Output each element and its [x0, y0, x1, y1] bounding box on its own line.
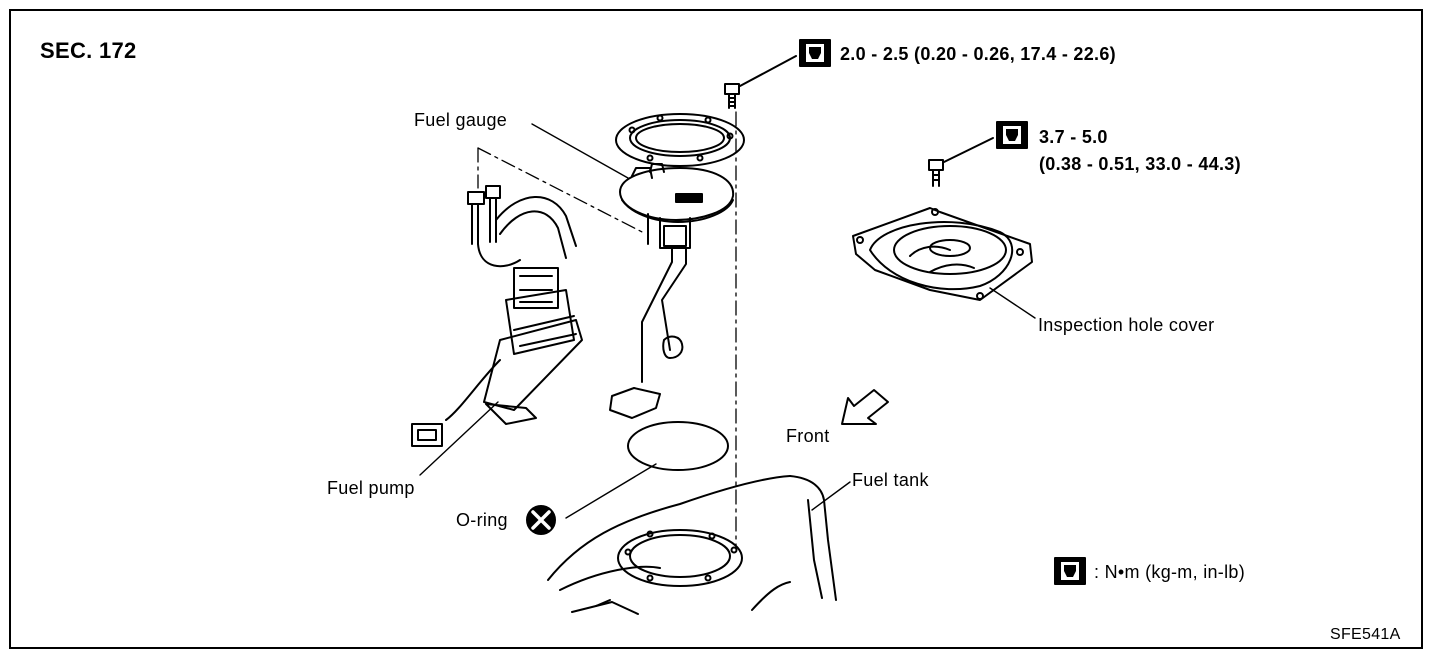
fuel-gauge-assembly [609, 163, 735, 419]
figure-frame [9, 9, 1423, 649]
torque-spec-2-line2: (0.38 - 0.51, 33.0 - 44.3) [1039, 154, 1241, 174]
cover-bolt [928, 137, 994, 187]
o-ring-label: O-ring [456, 510, 508, 530]
o-ring [627, 421, 729, 471]
alignment-lines [477, 111, 737, 549]
retainer-ring [615, 113, 745, 167]
retainer-bolt [724, 55, 797, 109]
fuel-tank-label: Fuel tank [852, 470, 929, 490]
do-not-reuse-icon [526, 505, 556, 535]
front-label: Front [786, 426, 830, 446]
inspection-hole-cover [852, 207, 1033, 301]
fuel-gauge-label: Fuel gauge [414, 110, 508, 130]
torque-spec-1: 2.0 - 2.5 (0.20 - 0.26, 17.4 - 22.6) [840, 44, 1116, 64]
fuel-pump-assembly [411, 185, 583, 447]
section-number: SEC. 172 [40, 38, 137, 63]
leader-lines [419, 123, 1036, 519]
front-arrow-icon [841, 389, 889, 425]
inspection-hole-cover-label: Inspection hole cover [1038, 315, 1215, 335]
fuel-pump-label: Fuel pump [327, 478, 415, 498]
torque-unit-legend: : N•m (kg-m, in-lb) [1094, 562, 1246, 582]
torque-spec-2-line1: 3.7 - 5.0 [1039, 127, 1108, 147]
figure-code: SFE541A [1330, 626, 1401, 643]
torque-wrench-icon [1054, 557, 1086, 585]
torque-wrench-icon [799, 39, 831, 67]
torque-wrench-icon [996, 121, 1028, 149]
fuel-tank [547, 475, 837, 615]
